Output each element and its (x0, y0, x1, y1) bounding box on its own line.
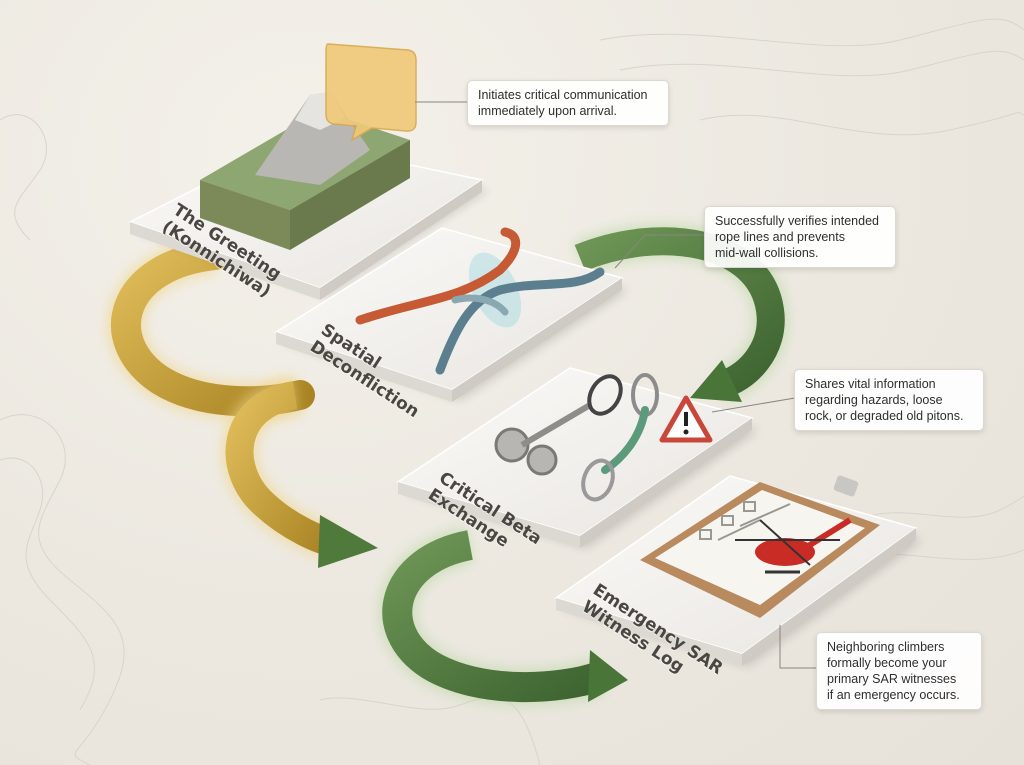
callout-connectors (415, 101, 818, 669)
stage-card-sar-log (554, 475, 922, 666)
quickdraw-icon (581, 373, 659, 502)
stage-card-greeting (128, 43, 488, 300)
callout-line: rope lines and prevents (715, 230, 845, 244)
stage-card-deconfliction (274, 227, 628, 402)
warning-sign-icon (659, 395, 713, 443)
callout-greeting: Initiates critical communication immedia… (467, 80, 669, 126)
callout-sar-log: Neighboring climbers formally become you… (816, 632, 982, 710)
callout-line: rock, or degraded old pitons. (805, 409, 964, 423)
flow-arrow-gold-2 (221, 377, 378, 568)
topographic-lines (0, 18, 1024, 765)
callout-line: Successfully verifies intended (715, 214, 879, 228)
callout-line: Neighboring climbers (827, 640, 945, 654)
callout-deconfliction: Successfully verifies intended rope line… (704, 206, 896, 268)
callout-line: if an emergency occurs. (827, 688, 960, 702)
callout-line: regarding hazards, loose (805, 393, 943, 407)
callout-line: Initiates critical communication (478, 88, 648, 102)
crossed-ropes-icon (355, 227, 605, 375)
callout-beta-exchange: Shares vital information regarding hazar… (794, 369, 984, 431)
helicopter-icon (735, 517, 852, 574)
callout-line: immediately upon arrival. (478, 104, 617, 118)
speech-bubble-icon (325, 43, 417, 142)
climbing-cam-icon (494, 374, 623, 476)
callout-line: formally become your (827, 656, 947, 670)
callout-line: mid-wall collisions. (715, 246, 819, 260)
callout-line: primary SAR witnesses (827, 672, 957, 686)
callout-line: Shares vital information (805, 377, 936, 391)
flow-arrow-green-2 (378, 526, 628, 706)
stage-card-beta-exchange (396, 367, 758, 548)
flow-arrow-green-1 (573, 223, 789, 403)
